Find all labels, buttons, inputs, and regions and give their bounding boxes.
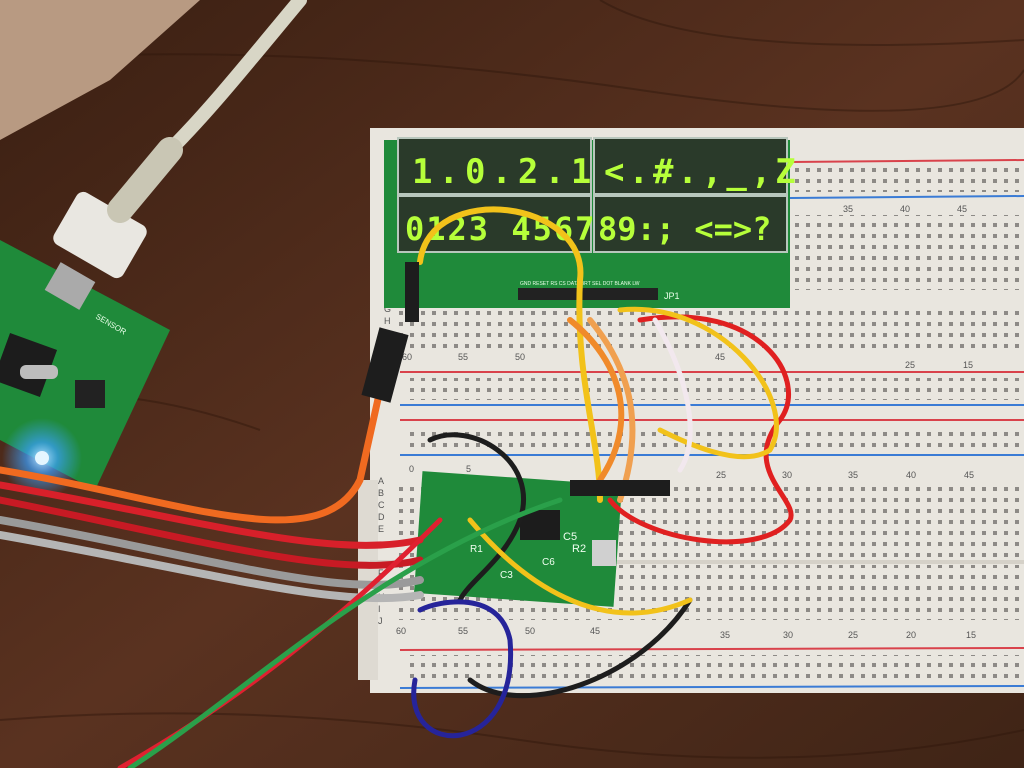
row-letter-a: A [378, 476, 384, 486]
wire-blue [411, 599, 514, 739]
jp1-label: JP1 [664, 291, 680, 301]
label-bottom-60: 60 [396, 626, 406, 636]
wire-yellow-lower [467, 517, 693, 616]
row-letter-j: J [378, 616, 383, 626]
ribbon-red-2 [0, 496, 424, 569]
label-bottom-25: 25 [848, 630, 858, 640]
holes-mid-rail2 [410, 425, 1020, 450]
label-mid-45: 45 [715, 352, 725, 362]
ribbon-green [127, 497, 563, 768]
holes-top-rail [795, 168, 1020, 192]
label-bottom-35: 35 [720, 630, 730, 640]
display-board: 1.0.2.1 <.#.,_,Z 0123 4567 89:; <=>? GND… [384, 137, 800, 308]
label-lower-30: 30 [782, 470, 792, 480]
label-top-45: 45 [957, 204, 967, 214]
label-top-35: 35 [843, 204, 853, 214]
rail-blue-top [789, 195, 1024, 199]
display-module-1 [397, 137, 592, 195]
silk-r1: R1 [470, 544, 483, 555]
wire-black-2 [467, 597, 693, 699]
silk-c6: C6 [542, 557, 555, 568]
rail-red-bottom [399, 647, 1024, 651]
plug-black-3 [570, 480, 670, 496]
top-letter-g: G [384, 304, 391, 314]
usb-plug [53, 191, 147, 279]
ribbon-red [0, 481, 424, 549]
row-letter-f: F [378, 568, 384, 578]
wire-yellow-loop [617, 306, 779, 460]
ribbon-gray-2 [0, 531, 424, 603]
label-bottom-55: 55 [458, 626, 468, 636]
display-module-3 [397, 195, 592, 253]
display-module-4 [593, 195, 788, 253]
label-lower-45: 45 [964, 470, 974, 480]
label-lower-35: 35 [848, 470, 858, 480]
holes-mid-rail [410, 378, 1020, 400]
label-bottom-15: 15 [966, 630, 976, 640]
status-led [35, 451, 49, 465]
holes-top-grid [795, 215, 1020, 290]
silk-c3: C3 [500, 570, 513, 581]
label-mid-15: 15 [963, 360, 973, 370]
plug-black-2 [361, 327, 409, 403]
label-lower-40: 40 [906, 470, 916, 480]
ribbon-orange [0, 386, 384, 524]
driver-chip [520, 510, 560, 540]
label-bottom-50: 50 [525, 626, 535, 636]
row-letter-b: B [378, 488, 384, 498]
silk-r2: R2 [572, 543, 586, 555]
usb-connector [44, 262, 96, 310]
regulator [75, 380, 105, 408]
wire-orange-2 [587, 317, 636, 503]
label-lower-5: 5 [466, 464, 471, 474]
driver-board: C5 R2 C6 R1 C3 [413, 471, 623, 607]
plug-black-1 [405, 262, 419, 322]
holes-bottom-rail [410, 655, 1020, 680]
connector [592, 540, 616, 566]
controller-board: SENSOR [0, 240, 170, 498]
usb-cable [163, 0, 307, 157]
display-row1-left: 1.0.2.1 [412, 152, 597, 192]
wire-white [652, 317, 693, 473]
cardboard-piece [0, 0, 200, 140]
mcu-chip [0, 332, 58, 398]
wire-yellow-arc [417, 206, 603, 503]
crystal [20, 365, 58, 379]
label-lower-0: 0 [409, 464, 414, 474]
row-letter-i: I [378, 604, 381, 614]
silk-c5: C5 [563, 531, 577, 543]
row-letter-c: C [378, 500, 385, 510]
label-mid-60: 60 [402, 352, 412, 362]
jumper-wires [0, 206, 794, 768]
label-mid-25: 25 [905, 360, 915, 370]
label-lower-25: 25 [716, 470, 726, 480]
label-bottom-20: 20 [906, 630, 916, 640]
rail-red-top [789, 159, 1024, 163]
label-mid-50: 50 [515, 352, 525, 362]
wire-orange-1 [567, 317, 625, 483]
label-top-40: 40 [900, 204, 910, 214]
display-row1-right: <.#.,_,Z [604, 152, 800, 192]
row-letter-e: E [378, 524, 384, 534]
label-bottom-30: 30 [783, 630, 793, 640]
pin-header [518, 288, 658, 300]
row-letter-d: D [378, 512, 385, 522]
label-bottom-45: 45 [590, 626, 600, 636]
display-row2-right: 89:; <=>? [598, 210, 771, 248]
top-letter-h: H [384, 316, 391, 326]
display-module-2 [593, 137, 788, 195]
wire-red-loop [607, 314, 794, 545]
label-mid-55: 55 [458, 352, 468, 362]
